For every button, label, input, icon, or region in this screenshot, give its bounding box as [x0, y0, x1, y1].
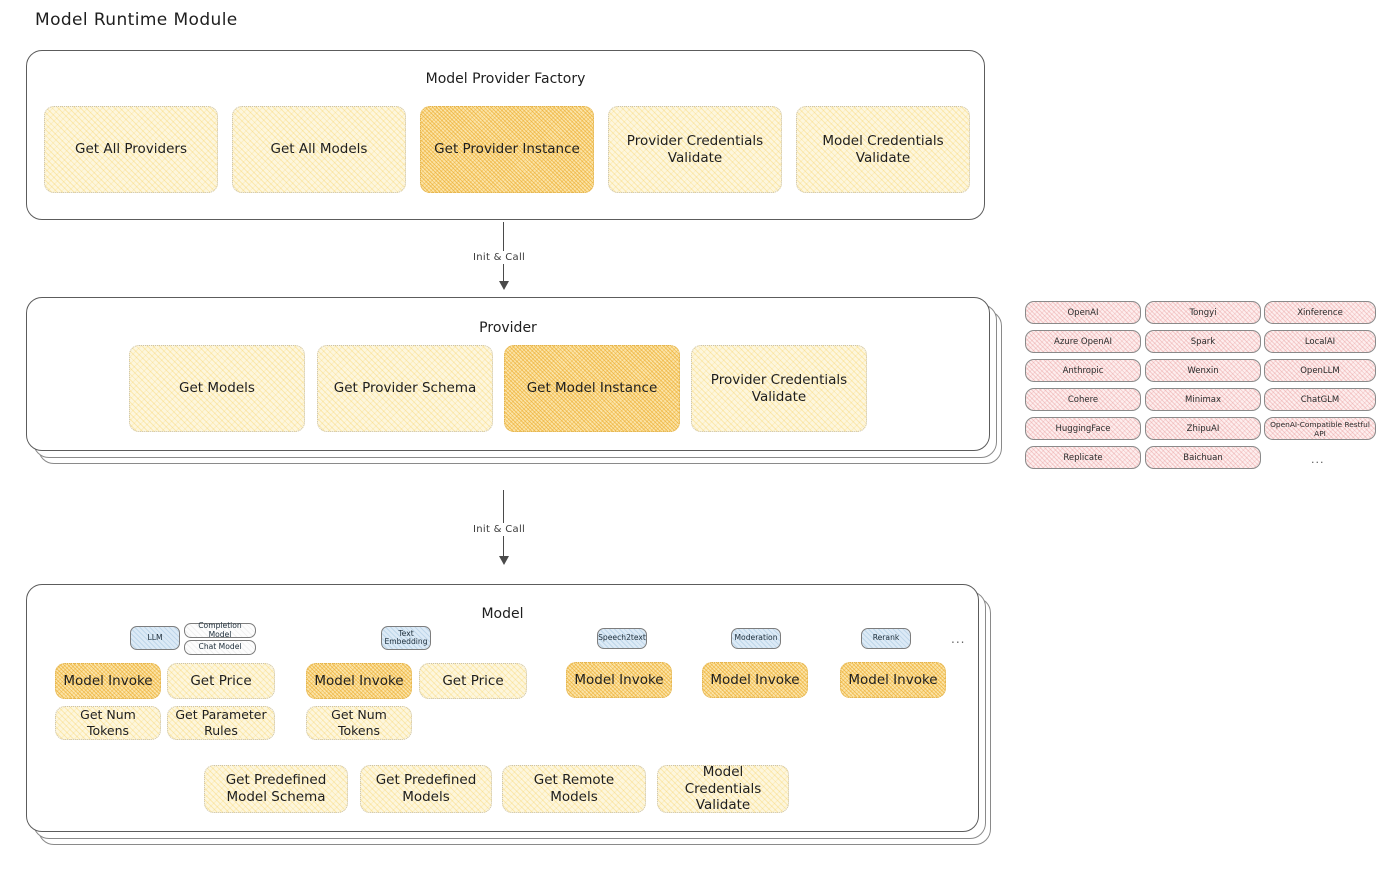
model-type-chip-llm[interactable]: LLM [130, 626, 180, 650]
model-type-chip-moderation[interactable]: Moderation [731, 628, 781, 649]
model-types-ellipsis: ... [951, 632, 966, 646]
provider-chip-wenxin[interactable]: Wenxin [1145, 359, 1261, 382]
model-type-chip-text-embedding[interactable]: Text Embedding [381, 626, 431, 650]
provider-chip-localai[interactable]: LocalAI [1264, 330, 1376, 353]
text-embedding-method-get-price[interactable]: Get Price [419, 663, 527, 699]
provider-chip-minimax[interactable]: Minimax [1145, 388, 1261, 411]
provider-chip-huggingface[interactable]: HuggingFace [1025, 417, 1141, 440]
provider-method-provider-credentials-validate[interactable]: Provider Credentials Validate [691, 345, 867, 432]
text-embedding-method-model-invoke[interactable]: Model Invoke [306, 663, 412, 699]
llm-method-get-price[interactable]: Get Price [167, 663, 275, 699]
moderation-method-model-invoke[interactable]: Model Invoke [702, 662, 808, 698]
arrow-factory-to-provider-head [499, 281, 509, 290]
provider-chip-zhipuai[interactable]: ZhipuAI [1145, 417, 1261, 440]
llm-method-get-parameter-rules[interactable]: Get Parameter Rules [167, 706, 275, 740]
model-shared-method-model-credentials-validate[interactable]: Model Credentials Validate [657, 764, 789, 813]
factory-method-get-provider-instance[interactable]: Get Provider Instance [420, 106, 594, 193]
provider-method-get-model-instance[interactable]: Get Model Instance [504, 345, 680, 432]
model-provider-factory-title: Model Provider Factory [425, 71, 586, 87]
factory-method-provider-credentials-validate[interactable]: Provider Credentials Validate [608, 106, 782, 193]
provider-method-get-provider-schema[interactable]: Get Provider Schema [317, 345, 493, 432]
factory-method-get-all-providers[interactable]: Get All Providers [44, 106, 218, 193]
llm-method-model-invoke[interactable]: Model Invoke [55, 663, 161, 699]
text-embedding-method-get-num-tokens[interactable]: Get Num Tokens [306, 706, 412, 740]
provider-title: Provider [479, 320, 537, 336]
page-title: Model Runtime Module [35, 10, 238, 30]
provider-method-get-models[interactable]: Get Models [129, 345, 305, 432]
rerank-method-model-invoke[interactable]: Model Invoke [840, 662, 946, 698]
provider-chip-chatglm[interactable]: ChatGLM [1264, 388, 1376, 411]
factory-method-get-all-models[interactable]: Get All Models [232, 106, 406, 193]
arrow-provider-to-model-head [499, 556, 509, 565]
arrow-factory-to-provider-label: Init & Call [469, 251, 530, 264]
provider-chip-xinference[interactable]: Xinference [1264, 301, 1376, 324]
model-type-chip-rerank[interactable]: Rerank [861, 628, 911, 649]
provider-chip-cohere[interactable]: Cohere [1025, 388, 1141, 411]
provider-chip-baichuan[interactable]: Baichuan [1145, 446, 1261, 469]
arrow-provider-to-model-label: Init & Call [469, 523, 530, 536]
speech2text-method-model-invoke[interactable]: Model Invoke [566, 662, 672, 698]
model-shared-method-get-predefined-model-schema[interactable]: Get Predefined Model Schema [204, 765, 348, 813]
model-type-chip-speech2text[interactable]: Speech2text [597, 628, 647, 649]
provider-chip-openai-compatible-restful-api[interactable]: OpenAI-Compatible Restful API [1264, 417, 1376, 440]
provider-chip-tongyi[interactable]: Tongyi [1145, 301, 1261, 324]
model-subtype-chip-chat-model[interactable]: Chat Model [184, 640, 256, 655]
model-title: Model [481, 606, 524, 622]
provider-list-ellipsis: ... [1311, 453, 1325, 466]
model-shared-method-get-remote-models[interactable]: Get Remote Models [502, 765, 646, 813]
factory-method-model-credentials-validate[interactable]: Model Credentials Validate [796, 106, 970, 193]
model-shared-method-get-predefined-models[interactable]: Get Predefined Models [360, 765, 492, 813]
provider-chip-replicate[interactable]: Replicate [1025, 446, 1141, 469]
provider-chip-openllm[interactable]: OpenLLM [1264, 359, 1376, 382]
provider-chip-openai[interactable]: OpenAI [1025, 301, 1141, 324]
model-subtype-chip-completion-model[interactable]: Completion Model [184, 621, 256, 638]
provider-chip-azure-openai[interactable]: Azure OpenAI [1025, 330, 1141, 353]
provider-chip-spark[interactable]: Spark [1145, 330, 1261, 353]
llm-method-get-num-tokens[interactable]: Get Num Tokens [55, 706, 161, 740]
provider-chip-anthropic[interactable]: Anthropic [1025, 359, 1141, 382]
